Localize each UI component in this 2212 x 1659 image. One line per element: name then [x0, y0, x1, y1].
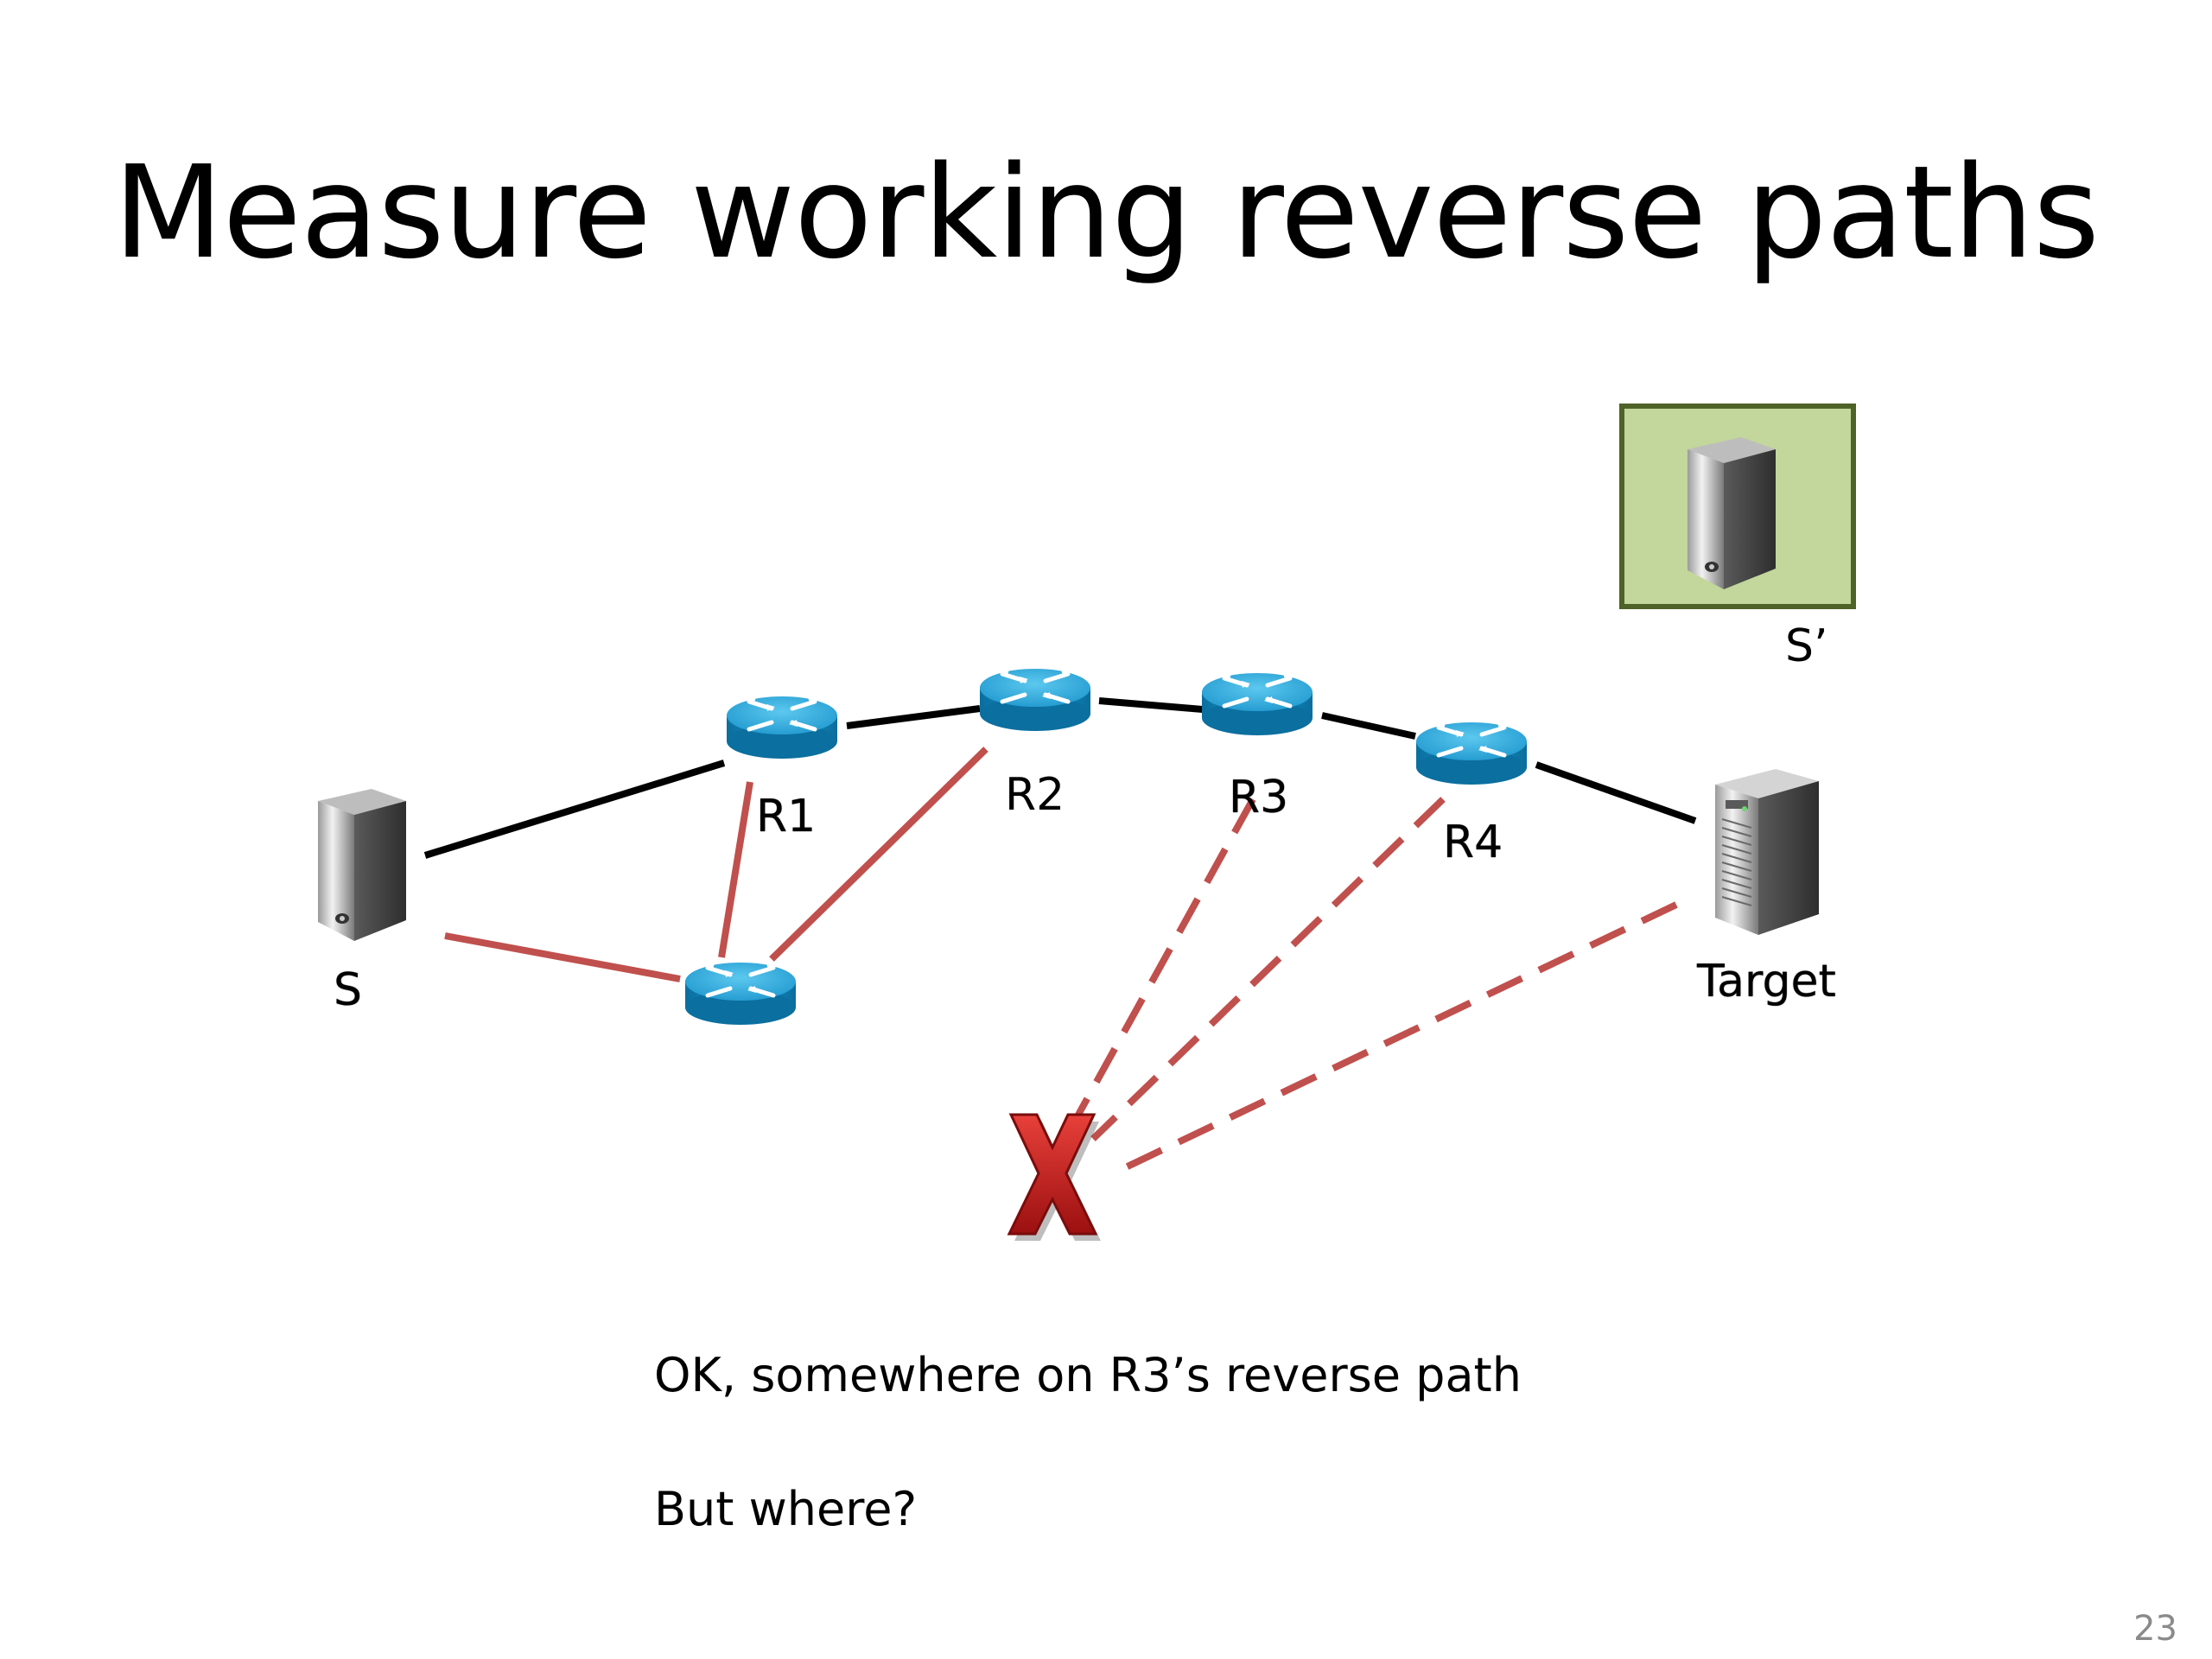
router-alt-icon [685, 963, 796, 1025]
note-line-2: But where? [654, 1482, 918, 1536]
node-label-r2: R2 [1005, 769, 1065, 821]
forward-path [423, 697, 1697, 859]
failure-x-icon [1007, 1113, 1101, 1241]
reverse-path-failed [1075, 797, 1678, 1177]
node-label-r1: R1 [756, 791, 817, 842]
server-target-icon [1714, 768, 1820, 936]
page-number: 23 [2133, 1609, 2177, 1649]
node-label-r4: R4 [1443, 817, 1503, 868]
reverse-path-working [444, 747, 988, 982]
server-s-icon [318, 789, 406, 941]
router-r3-icon [1202, 673, 1313, 735]
slide-title: Measure working reverse paths [112, 138, 2100, 287]
node-label-target: Target [1697, 956, 1836, 1007]
node-label-r3: R3 [1229, 772, 1289, 823]
server-s-prime-icon [1688, 437, 1776, 589]
node-label-s-prime: S’ [1785, 620, 1828, 672]
router-r1-icon [727, 696, 837, 759]
router-r2-icon [980, 669, 1090, 731]
note-line-1: OK, somewhere on R3’s reverse path [654, 1348, 1522, 1402]
router-r4-icon [1416, 722, 1527, 785]
node-label-s: S [334, 964, 363, 1016]
